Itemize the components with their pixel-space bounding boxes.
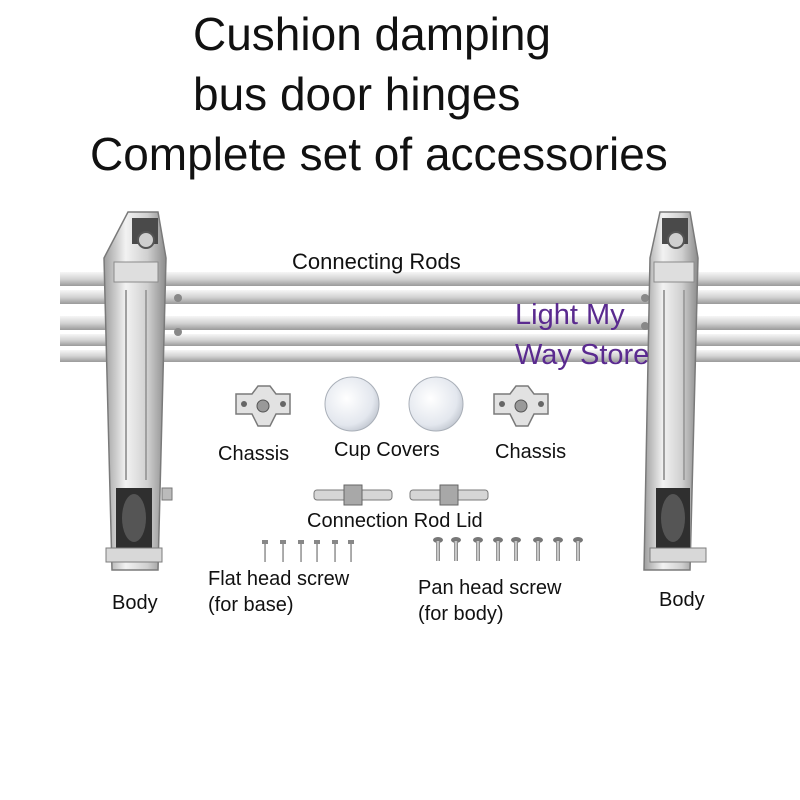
title-line-3: Complete set of accessories xyxy=(90,128,668,180)
title-line-2: bus door hinges xyxy=(193,68,521,120)
chassis-left-part xyxy=(235,385,291,427)
right-hinge-body xyxy=(643,211,707,571)
body-left-label: Body xyxy=(112,592,158,614)
store-watermark-line-2: Way Store xyxy=(515,339,650,371)
left-hinge-body xyxy=(103,211,173,571)
connecting-rods-label: Connecting Rods xyxy=(292,249,461,274)
cup-covers xyxy=(324,376,464,432)
title-line-1: Cushion damping xyxy=(193,8,552,60)
chassis-right-label: Chassis xyxy=(495,441,567,463)
store-watermark-line-1: Light My xyxy=(515,299,625,331)
flat-head-screws xyxy=(262,540,354,562)
cup-covers-label: Cup Covers xyxy=(334,439,440,461)
flat-head-screw-label: Flat head screw xyxy=(208,568,350,590)
pan-head-screw-sublabel: (for body) xyxy=(418,603,504,625)
body-right-label: Body xyxy=(659,589,705,611)
chassis-left-label: Chassis xyxy=(218,443,290,465)
connection-rod-lid-label: Connection Rod Lid xyxy=(307,510,483,532)
flat-head-screw-sublabel: (for base) xyxy=(208,594,294,616)
chassis-right-part xyxy=(493,385,549,427)
pan-head-screws xyxy=(433,537,583,561)
pan-head-screw-label: Pan head screw xyxy=(418,577,562,599)
connecting-rods xyxy=(60,272,800,362)
connection-rod-lids xyxy=(313,484,489,506)
